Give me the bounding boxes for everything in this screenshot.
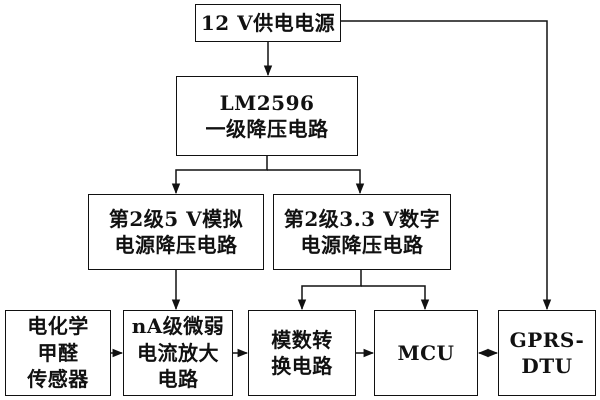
node-label-line: 第2级5 V模拟 bbox=[108, 206, 244, 231]
node-stage2-5v-analog: 第2级5 V模拟电源降压电路 bbox=[88, 194, 264, 270]
node-label-line: 电源降压电路 bbox=[300, 233, 424, 257]
node-gprs-dtu-label: GPRS-DTU bbox=[510, 327, 585, 380]
node-label-line: 一级降压电路 bbox=[205, 117, 329, 141]
node-power-12v: 12 V供电电源 bbox=[195, 4, 341, 42]
node-label-line: 第2级3.3 V数字 bbox=[283, 206, 441, 231]
node-label-line: 电源降压电路 bbox=[114, 233, 238, 257]
node-power-12v-label: 12 V供电电源 bbox=[201, 10, 335, 36]
node-adc-label: 模数转换电路 bbox=[271, 327, 333, 380]
node-stage2-3v3-digital-label: 第2级3.3 V数字电源降压电路 bbox=[284, 206, 440, 259]
node-label-line: MCU bbox=[397, 340, 455, 365]
edge-3v3-to-mcu bbox=[361, 285, 430, 311]
node-na-amp-label: nA级微弱电流放大电路 bbox=[132, 313, 225, 392]
node-label-line: 换电路 bbox=[271, 354, 333, 378]
node-label-line: 电流放大 bbox=[137, 340, 219, 365]
node-na-amp: nA级微弱电流放大电路 bbox=[123, 310, 233, 396]
edge-power-to-gprs-dtu bbox=[341, 20, 552, 311]
node-gprs-dtu: GPRS-DTU bbox=[498, 310, 596, 396]
node-adc: 模数转换电路 bbox=[248, 310, 356, 396]
node-sensor-label: 电化学甲醛传感器 bbox=[27, 313, 89, 392]
node-sensor: 电化学甲醛传感器 bbox=[5, 310, 111, 396]
node-mcu: MCU bbox=[374, 310, 478, 396]
node-label-line: 电化学 bbox=[27, 314, 89, 339]
node-stage2-5v-analog-label: 第2级5 V模拟电源降压电路 bbox=[109, 206, 243, 259]
node-label-line: GPRS- bbox=[509, 327, 585, 352]
node-label-line: 电路 bbox=[157, 367, 199, 392]
node-label-line: 12 V供电电源 bbox=[200, 10, 336, 35]
node-label-line: 模数转 bbox=[271, 327, 333, 352]
edge-lm2596-split bbox=[171, 156, 268, 195]
node-label-line: 甲醛 bbox=[37, 340, 79, 365]
node-stage2-3v3-digital: 第2级3.3 V数字电源降压电路 bbox=[273, 194, 451, 270]
edge-lm2596-to-3v3 bbox=[267, 169, 365, 195]
node-label-line: 传感器 bbox=[27, 367, 89, 392]
node-label-line: nA级微弱 bbox=[131, 314, 225, 339]
edge-3v3-split bbox=[297, 270, 362, 311]
node-label-line: DTU bbox=[521, 354, 573, 378]
node-mcu-label: MCU bbox=[398, 340, 455, 366]
node-label-line: LM2596 bbox=[219, 90, 315, 115]
